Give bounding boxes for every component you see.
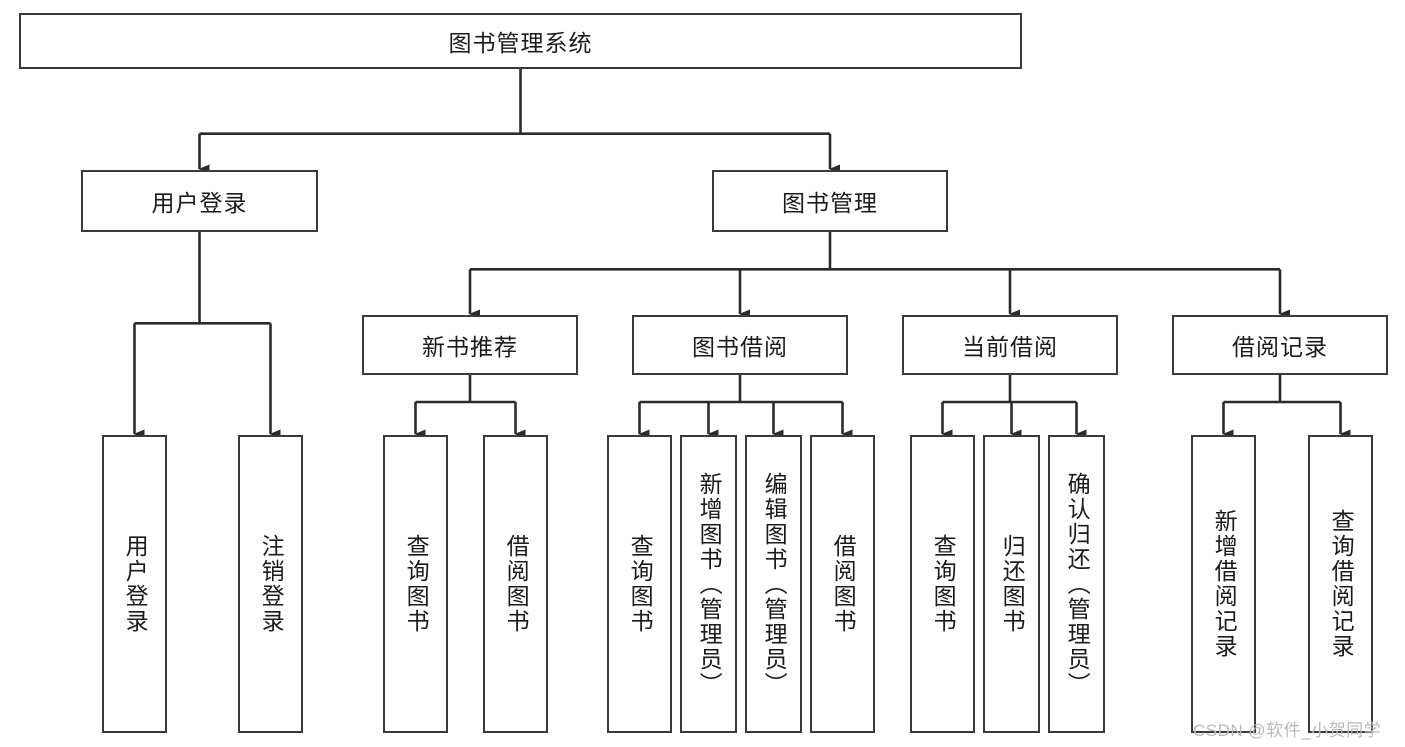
node-label: 查询借阅记录 [1328, 509, 1355, 659]
node-label: 图书管理系统 [448, 30, 593, 56]
node-label: 当前借阅 [962, 334, 1058, 360]
connector-lines [133, 69, 1351, 439]
node-label: 图书管理 [782, 190, 878, 216]
node-leaf-query-book-bb[interactable]: 查询图书 [607, 435, 672, 733]
node-leaf-logout[interactable]: 注销登录 [238, 435, 303, 733]
node-leaf-borrow-book-bb[interactable]: 借阅图书 [810, 435, 875, 733]
node-label: 新书推荐 [422, 334, 518, 360]
node-user-login[interactable]: 用户登录 [81, 170, 318, 232]
node-label: 新增图书（管理员） [696, 471, 723, 697]
node-label: 确认归还（管理员） [1064, 471, 1091, 697]
node-label: 查询图书 [930, 534, 957, 634]
node-leaf-return-book[interactable]: 归还图书 [983, 435, 1040, 733]
node-leaf-borrow-book-nb[interactable]: 借阅图书 [483, 435, 548, 733]
node-leaf-confirm-return[interactable]: 确认归还（管理员） [1048, 435, 1105, 733]
node-leaf-user-login[interactable]: 用户登录 [102, 435, 167, 733]
node-leaf-edit-book[interactable]: 编辑图书（管理员） [745, 435, 802, 733]
node-label: 图书借阅 [692, 334, 788, 360]
node-label: 查询图书 [627, 534, 654, 634]
csdn-watermark: CSDN @软件_小贺同学 [1193, 721, 1382, 740]
node-label: 新增借阅记录 [1211, 509, 1238, 659]
node-label: 借阅图书 [830, 534, 857, 634]
node-label: 用户登录 [151, 190, 248, 216]
node-label: 注销登录 [258, 534, 285, 634]
node-book-borrow[interactable]: 图书借阅 [632, 315, 848, 375]
node-label: 借阅图书 [503, 534, 530, 634]
node-current-borrow[interactable]: 当前借阅 [902, 315, 1118, 375]
node-book-management[interactable]: 图书管理 [712, 170, 948, 232]
node-label: 查询图书 [403, 534, 430, 634]
node-root[interactable]: 图书管理系统 [19, 13, 1022, 69]
node-leaf-query-book-nb[interactable]: 查询图书 [383, 435, 448, 733]
node-leaf-add-record[interactable]: 新增借阅记录 [1191, 435, 1256, 733]
node-leaf-query-record[interactable]: 查询借阅记录 [1308, 435, 1373, 733]
node-borrow-record[interactable]: 借阅记录 [1172, 315, 1388, 375]
node-leaf-add-book[interactable]: 新增图书（管理员） [680, 435, 737, 733]
node-label: 借阅记录 [1232, 334, 1328, 360]
node-leaf-query-book-cb[interactable]: 查询图书 [910, 435, 975, 733]
node-new-book-recommend[interactable]: 新书推荐 [362, 315, 578, 375]
node-label: 编辑图书（管理员） [761, 471, 788, 697]
node-label: 用户登录 [122, 534, 149, 634]
node-label: 归还图书 [999, 534, 1026, 634]
